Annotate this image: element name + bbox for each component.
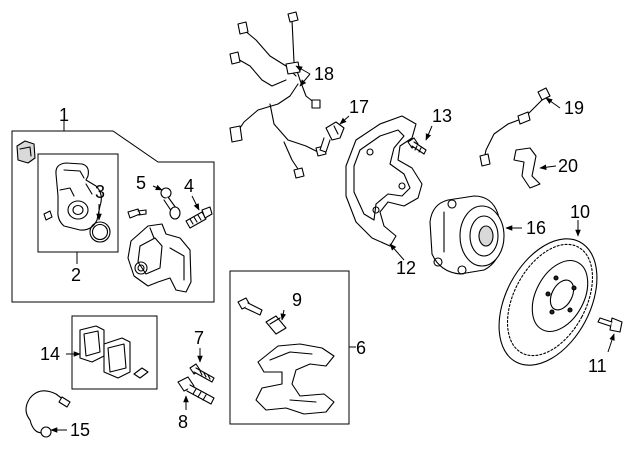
callout-3: 3 — [95, 182, 105, 202]
callout-7: 7 — [194, 328, 204, 348]
guide-bolt — [127, 208, 147, 219]
rotor-screw — [597, 317, 623, 333]
pad-wear-sensor — [25, 390, 71, 438]
callout-5: 5 — [136, 173, 146, 193]
bolt-7 — [189, 363, 215, 383]
brake-pad-inner — [79, 325, 105, 363]
callout-19: 19 — [564, 98, 584, 118]
callout-9: 9 — [292, 290, 302, 310]
callout-20: 20 — [558, 156, 578, 176]
callout-18: 18 — [314, 64, 334, 84]
wiring-harness — [229, 11, 327, 179]
callout-16: 16 — [526, 218, 546, 238]
splash-shield — [345, 115, 423, 247]
caliper-housing — [55, 162, 102, 231]
bracket-guide-bolt — [237, 297, 263, 316]
caliper-bolt-4 — [185, 206, 213, 229]
callout-14: 14 — [40, 344, 60, 364]
bleeder-screw — [43, 210, 53, 221]
shield-bolt — [407, 137, 427, 155]
hub-bearing — [429, 195, 505, 275]
callout-11: 11 — [588, 356, 607, 376]
callout-15: 15 — [70, 420, 90, 440]
caliper-clip — [16, 140, 36, 164]
callout-1: 1 — [59, 105, 69, 125]
brake-rotor — [498, 238, 598, 366]
caliper-assembly-box — [11, 130, 215, 303]
hose-bracket — [513, 147, 541, 189]
caliper-housing-box — [37, 153, 119, 253]
callout-10: 10 — [570, 202, 590, 222]
caliper-carrier — [127, 223, 192, 293]
callout-12: 12 — [396, 258, 416, 278]
pad-spring-clip — [133, 367, 149, 379]
abs-sensor — [319, 121, 345, 153]
callout-17: 17 — [349, 97, 369, 117]
callout-13: 13 — [432, 106, 452, 126]
callout-6: 6 — [356, 338, 366, 358]
brake-pad-outer — [103, 337, 131, 379]
seal-ring — [89, 221, 111, 243]
caliper-bracket — [255, 343, 335, 415]
bolt-8 — [177, 376, 215, 405]
callout-8: 8 — [178, 412, 188, 432]
brake-pad-box — [71, 315, 158, 390]
guide-pin — [160, 187, 181, 220]
callout-4: 4 — [184, 176, 194, 196]
brake-hose — [479, 87, 551, 167]
callout-2: 2 — [71, 265, 81, 285]
bracket-bushing — [265, 315, 287, 335]
